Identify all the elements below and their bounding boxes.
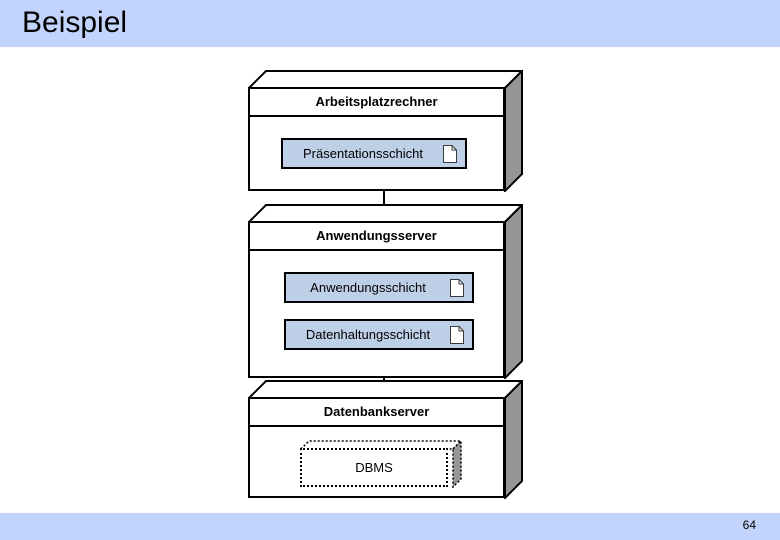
node-body: DBMS: [250, 427, 503, 496]
node-body: Anwendungsschicht Datenhaltungsschicht: [250, 251, 503, 376]
node-front-face: Anwendungsserver Anwendungsschicht Daten…: [248, 221, 505, 378]
component-label: Präsentationsschicht: [303, 146, 423, 161]
document-icon: [450, 326, 464, 344]
node-title-arbeitsplatzrechner: Arbeitsplatzrechner: [250, 89, 503, 117]
component-datenhaltungsschicht[interactable]: Datenhaltungsschicht: [284, 319, 474, 350]
node-front-face: Arbeitsplatzrechner Präsentationsschicht: [248, 87, 505, 191]
connector-anwendungsserver-datenbankserver: [383, 360, 385, 397]
node-body: Präsentationsschicht: [250, 117, 503, 189]
node-arbeitsplatzrechner[interactable]: Arbeitsplatzrechner Präsentationsschicht: [248, 70, 523, 192]
page-title: Beispiel: [22, 6, 128, 39]
node-front-face: Datenbankserver DBMS: [248, 397, 505, 498]
component-dbms[interactable]: DBMS: [300, 440, 462, 488]
slide-footer-bar: 64: [0, 513, 780, 540]
component-praesentationsschicht[interactable]: Präsentationsschicht: [281, 138, 467, 169]
node-title-anwendungsserver: Anwendungsserver: [250, 223, 503, 251]
deployment-diagram: Arbeitsplatzrechner Präsentationsschicht…: [0, 47, 780, 513]
page-number: 64: [742, 518, 756, 532]
dbms-label: DBMS: [355, 460, 393, 475]
slide-header-bar: Beispiel: [0, 0, 780, 47]
node-anwendungsserver[interactable]: Anwendungsserver Anwendungsschicht Daten…: [248, 204, 523, 379]
node-datenbankserver[interactable]: Datenbankserver DBMS: [248, 380, 523, 499]
component-label: Datenhaltungsschicht: [305, 327, 431, 342]
connector-arbeitsplatzrechner-anwendungsserver: [383, 186, 385, 221]
component-label: Anwendungsschicht: [310, 280, 426, 295]
document-icon: [450, 279, 464, 297]
node-title-datenbankserver: Datenbankserver: [250, 399, 503, 427]
dbms-front-face: DBMS: [300, 448, 448, 487]
document-icon: [443, 145, 457, 163]
component-anwendungsschicht[interactable]: Anwendungsschicht: [284, 272, 474, 303]
